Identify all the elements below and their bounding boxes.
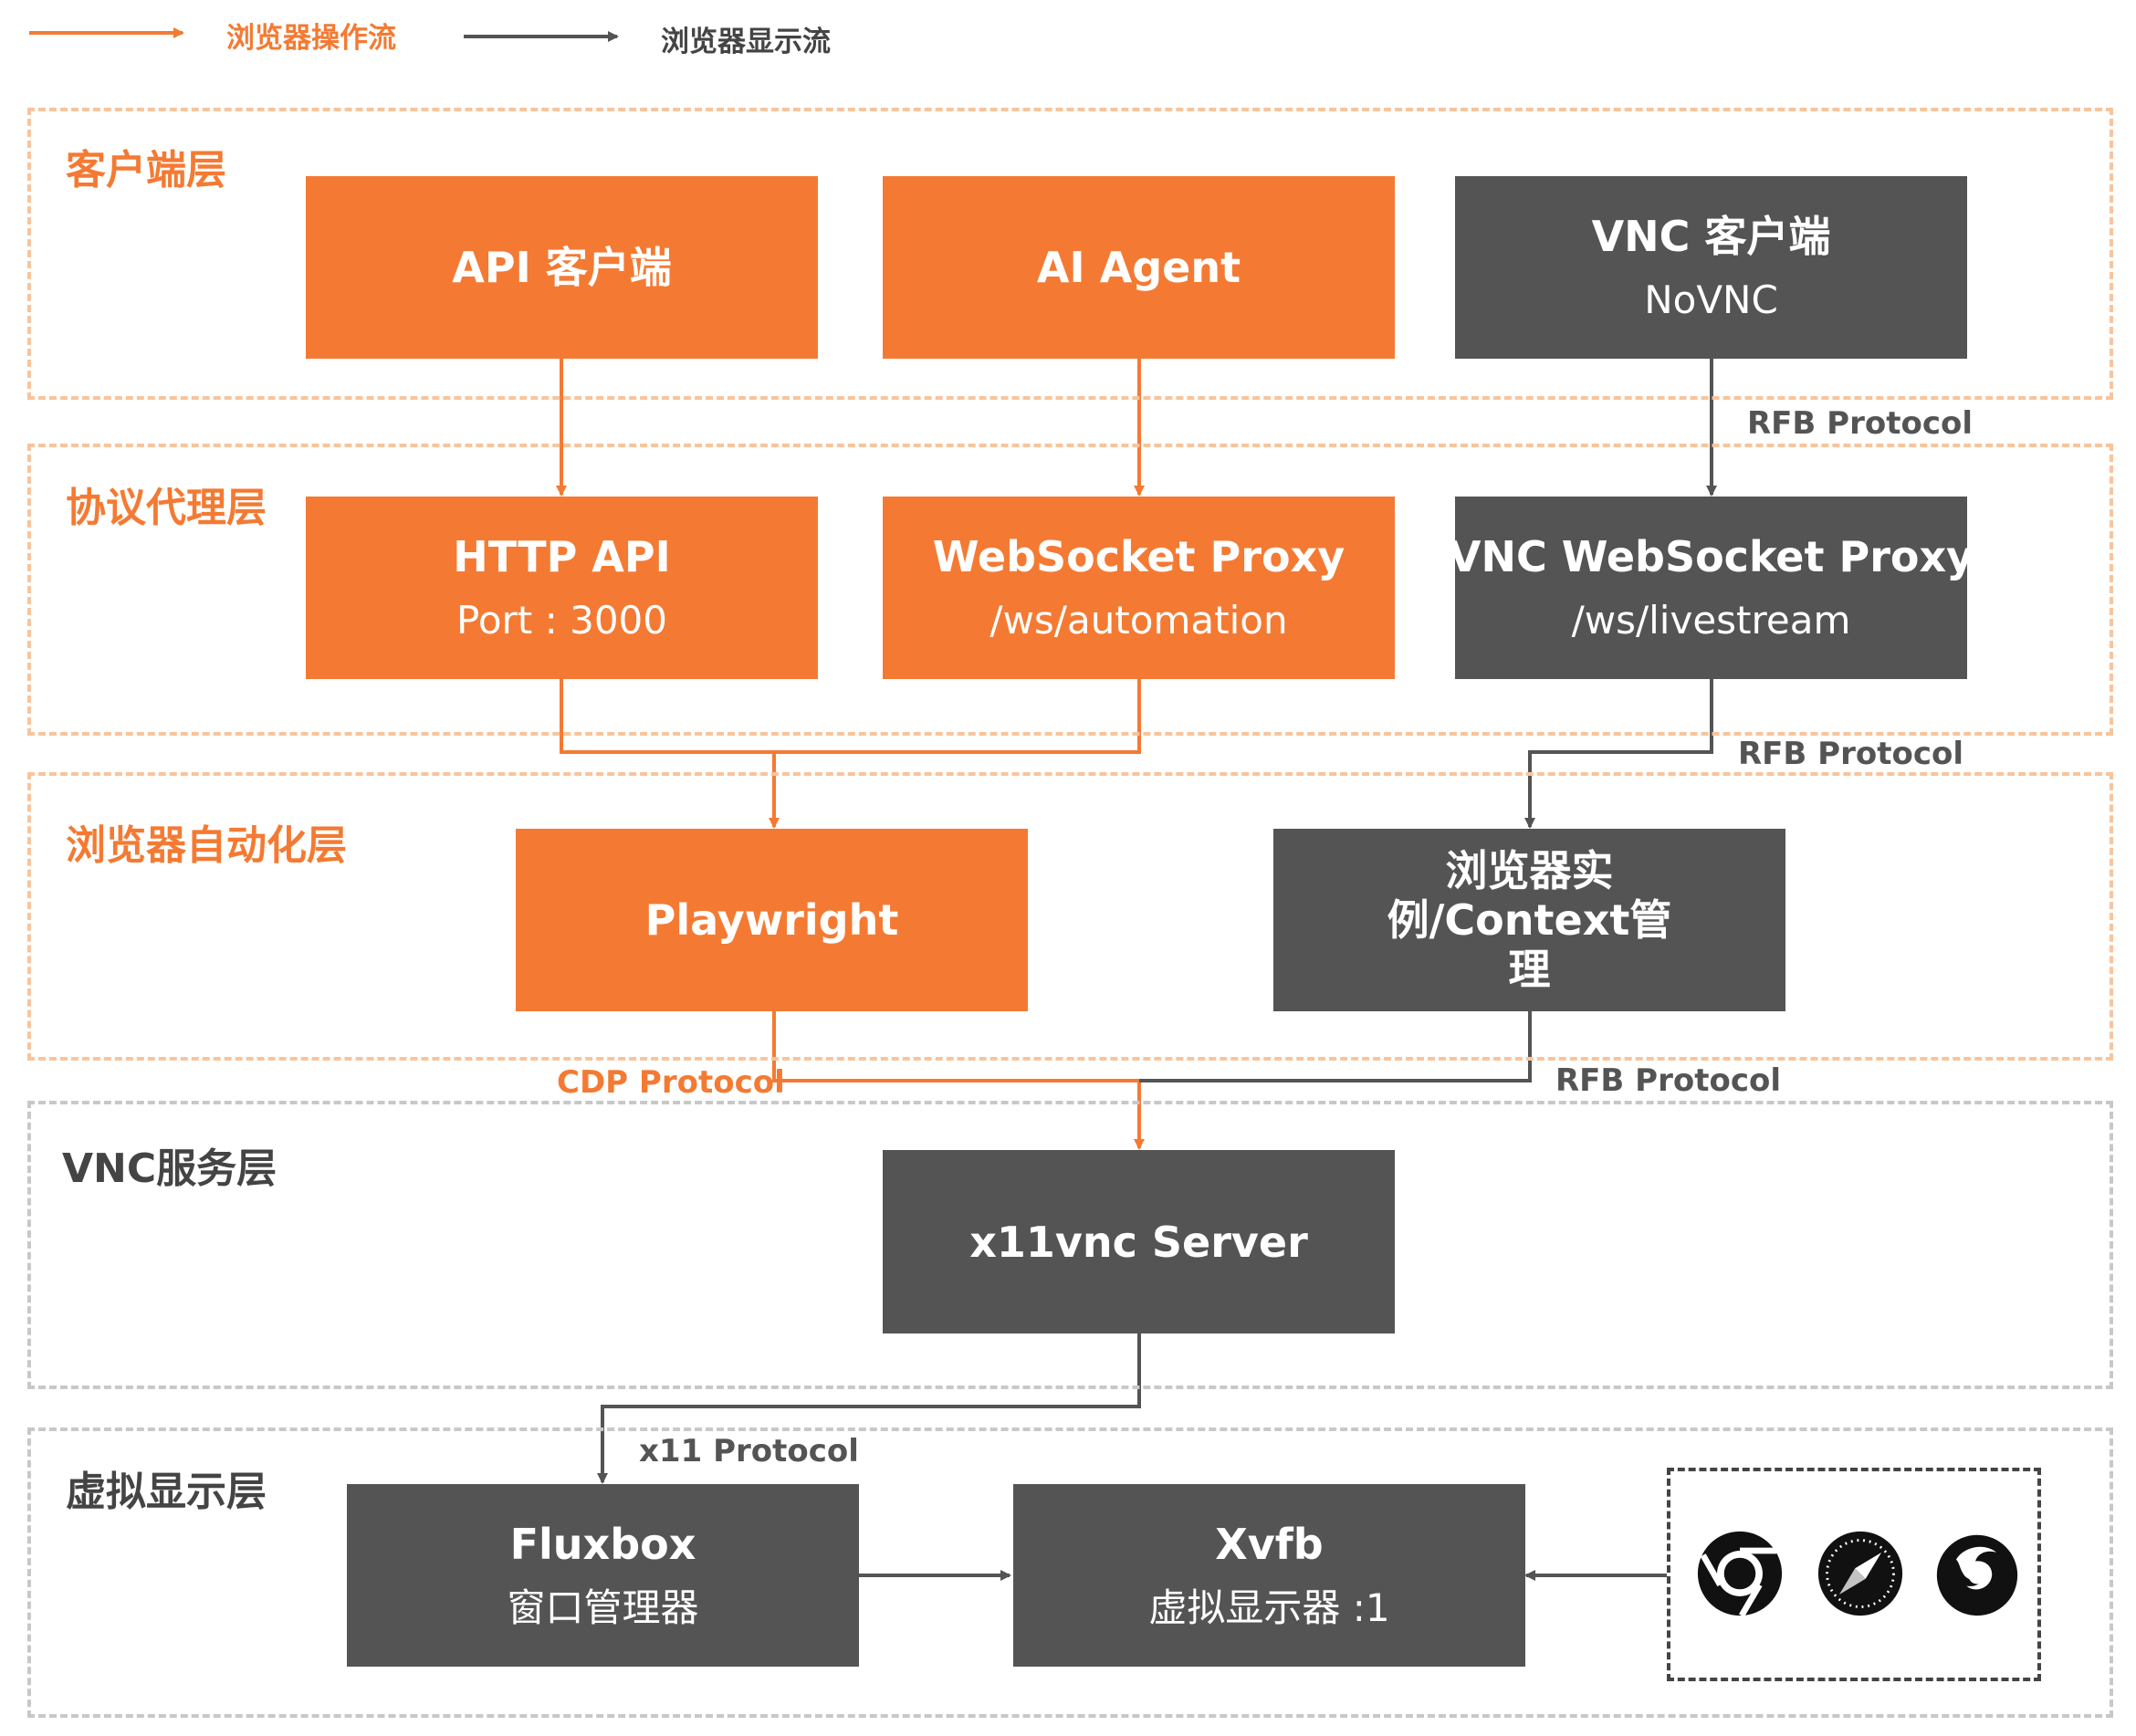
edge-label-rfb-2: RFB Protocol xyxy=(1738,736,1963,772)
node-vnc-client: VNC 客户端 NoVNC xyxy=(1455,176,1967,359)
legend-label-operation-flow: 浏览器操作流 xyxy=(226,22,396,55)
node-fluxbox-subtitle: 窗口管理器 xyxy=(507,1585,699,1630)
node-vnc-client-title: VNC 客户端 xyxy=(1591,212,1831,261)
layer-title-display: 虚拟显示层 xyxy=(66,1469,267,1515)
node-vnc-websocket-proxy-title: VNC WebSocket Proxy xyxy=(1448,532,1974,581)
node-vnc-websocket-proxy-subtitle: /ws/livestream xyxy=(1571,598,1851,643)
edge-label-x11: x11 Protocol xyxy=(639,1433,859,1469)
node-http-api: HTTP API Port : 3000 xyxy=(306,497,818,679)
node-browser-context: 浏览器实例/Context管理 xyxy=(1273,829,1785,1011)
node-http-api-title: HTTP API xyxy=(453,532,671,581)
layer-title-client: 客户端层 xyxy=(66,147,226,193)
node-browser-context-title: 浏览器实例/Context管理 xyxy=(1387,846,1672,994)
node-websocket-proxy-title: WebSocket Proxy xyxy=(932,532,1345,581)
node-vnc-client-subtitle: NoVNC xyxy=(1644,277,1778,322)
layer-client xyxy=(27,108,2113,400)
safari-icon xyxy=(1817,1531,1903,1616)
edge-label-rfb-3: RFB Protocol xyxy=(1555,1062,1781,1099)
node-websocket-proxy-subtitle: /ws/automation xyxy=(989,598,1288,643)
node-xvfb: Xvfb 虚拟显示器 :1 xyxy=(1013,1484,1525,1667)
layer-proxy xyxy=(27,444,2113,736)
node-fluxbox-title: Fluxbox xyxy=(509,1520,696,1569)
node-playwright-title: Playwright xyxy=(644,895,899,945)
legend-label-display-flow: 浏览器显示流 xyxy=(661,26,831,58)
edge-vncproxy-to-context xyxy=(1524,679,1713,829)
node-vnc-websocket-proxy: VNC WebSocket Proxy /ws/livestream xyxy=(1449,497,1974,679)
firefox-icon xyxy=(1936,1534,2018,1616)
node-ai-agent-title: AI Agent xyxy=(1036,243,1241,292)
node-http-api-subtitle: Port : 3000 xyxy=(456,598,667,643)
node-api-client: API 客户端 xyxy=(306,176,818,359)
node-ai-agent: AI Agent xyxy=(883,176,1395,359)
node-playwright: Playwright xyxy=(516,829,1028,1011)
edge-proxies-merge xyxy=(560,679,1141,754)
chrome-icon xyxy=(1697,1531,1783,1617)
node-xvfb-title: Xvfb xyxy=(1215,1520,1324,1569)
edge-label-rfb-1: RFB Protocol xyxy=(1747,405,1973,442)
layer-title-automation: 浏览器自动化层 xyxy=(66,822,347,869)
browsers-group xyxy=(1667,1468,2041,1681)
node-xvfb-subtitle: 虚拟显示器 :1 xyxy=(1148,1585,1390,1630)
node-websocket-proxy: WebSocket Proxy /ws/automation xyxy=(883,497,1395,679)
layer-title-proxy: 协议代理层 xyxy=(66,485,267,531)
layer-vnc xyxy=(27,1101,2113,1389)
node-fluxbox: Fluxbox 窗口管理器 xyxy=(347,1484,859,1667)
node-x11vnc-server: x11vnc Server xyxy=(883,1150,1395,1333)
layer-title-vnc: VNC服务层 xyxy=(62,1145,277,1192)
layer-display xyxy=(27,1427,2113,1718)
node-x11vnc-server-title: x11vnc Server xyxy=(969,1217,1308,1267)
edge-label-cdp: CDP Protocol xyxy=(557,1064,785,1101)
edge-context-to-x11vnc xyxy=(1139,1011,1532,1082)
layer-automation xyxy=(27,772,2113,1061)
edge-playwright-to-x11vnc xyxy=(772,1011,1145,1150)
edge-x11vnc-to-fluxbox xyxy=(597,1333,1141,1484)
node-api-client-title: API 客户端 xyxy=(452,243,672,292)
